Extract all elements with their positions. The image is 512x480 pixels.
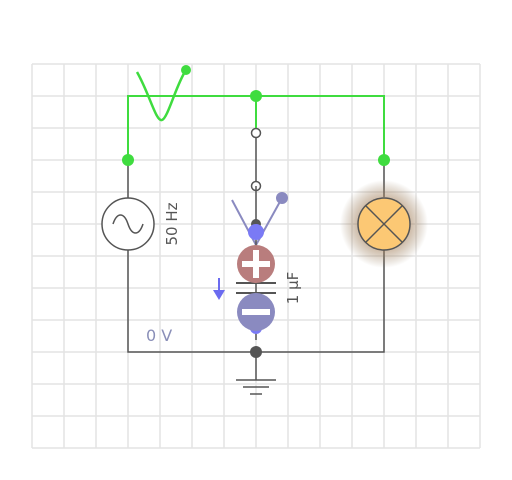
waveform-scope-icon[interactable] (135, 65, 191, 122)
node-lamp-top[interactable] (378, 154, 390, 166)
capacitance-label: 1 µF (284, 272, 302, 304)
lamp-icon[interactable] (340, 180, 428, 268)
node-source-top[interactable] (122, 154, 134, 166)
negative-charge-icon (237, 293, 275, 331)
circuit-nodes[interactable] (122, 90, 390, 358)
node-top-center[interactable] (250, 90, 262, 102)
source-frequency-label: 50 Hz (163, 202, 181, 245)
capacitor-icon[interactable] (231, 186, 288, 340)
ac-source-icon[interactable] (101, 197, 155, 251)
ground-voltage-label: 0 V (146, 326, 172, 345)
current-arrow-icon (213, 278, 225, 300)
ground-icon[interactable] (236, 352, 276, 395)
positive-charge-icon (237, 245, 275, 283)
node-ground[interactable] (250, 346, 262, 358)
